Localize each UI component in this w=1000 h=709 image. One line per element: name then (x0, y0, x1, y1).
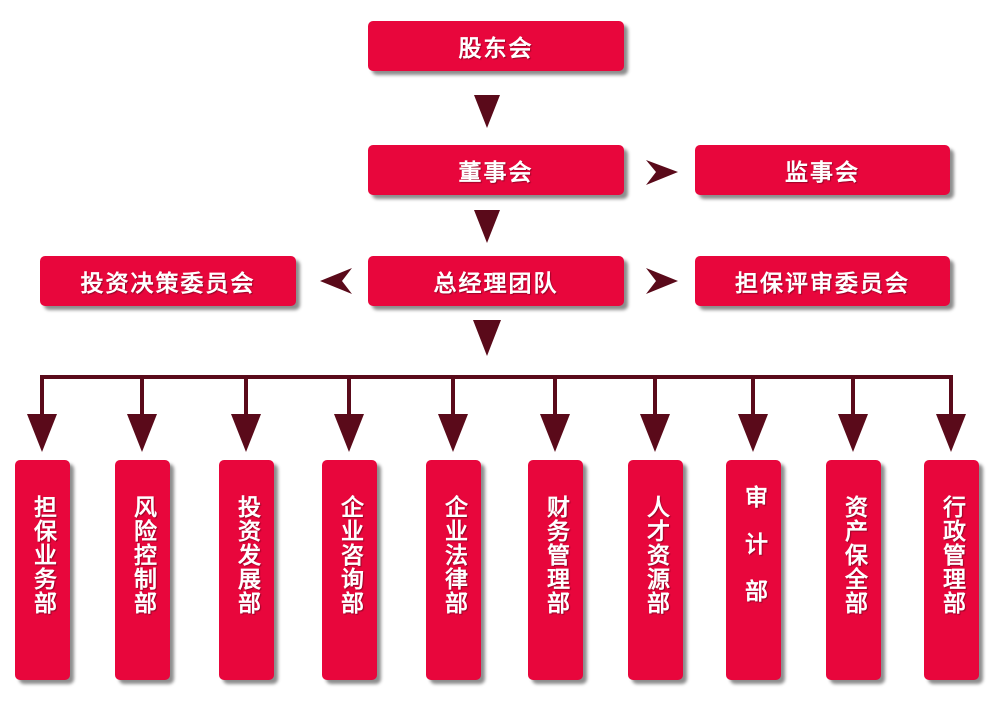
arrow-dept-6 (540, 414, 570, 452)
dept-human-resources: 人才资源部 (628, 460, 683, 680)
dept-guarantee-business: 担保业务部 (15, 460, 70, 680)
arrow-dept-8 (738, 414, 768, 452)
dept-enterprise-consulting: 企业咨询部 (322, 460, 377, 680)
node-investment-committee: 投资决策委员会 (40, 256, 296, 306)
node-supervisors: 监事会 (695, 145, 950, 195)
arrow-dept-2 (127, 414, 157, 452)
arrow-dept-4 (334, 414, 364, 452)
arrow-dept-9 (838, 414, 868, 452)
arrow-management-investment (320, 268, 352, 294)
dept-asset-preservation: 资产保全部 (826, 460, 881, 680)
node-guarantee-committee: 担保评审委员会 (695, 256, 950, 306)
dept-finance: 财务管理部 (528, 460, 583, 680)
dept-audit: 审计部 (726, 460, 781, 680)
arrow-dept-10 (936, 414, 966, 452)
arrow-dept-3 (231, 414, 261, 452)
arrow-board-supervisors (646, 160, 678, 185)
dept-investment-development: 投资发展部 (219, 460, 274, 680)
dept-administration: 行政管理部 (924, 460, 979, 680)
arrow-dept-1 (27, 414, 57, 452)
node-management: 总经理团队 (368, 256, 624, 306)
dept-enterprise-legal: 企业法律部 (426, 460, 481, 680)
arrow-dept-5 (438, 414, 468, 452)
arrow-board-management (474, 210, 500, 243)
dept-risk-control: 风险控制部 (115, 460, 170, 680)
arrow-shareholders-board (474, 95, 500, 128)
node-shareholders: 股东会 (368, 21, 624, 71)
arrow-management-guarantee (646, 268, 678, 294)
arrow-management-departments (473, 320, 501, 356)
node-board: 董事会 (368, 145, 624, 195)
arrow-dept-7 (640, 414, 670, 452)
